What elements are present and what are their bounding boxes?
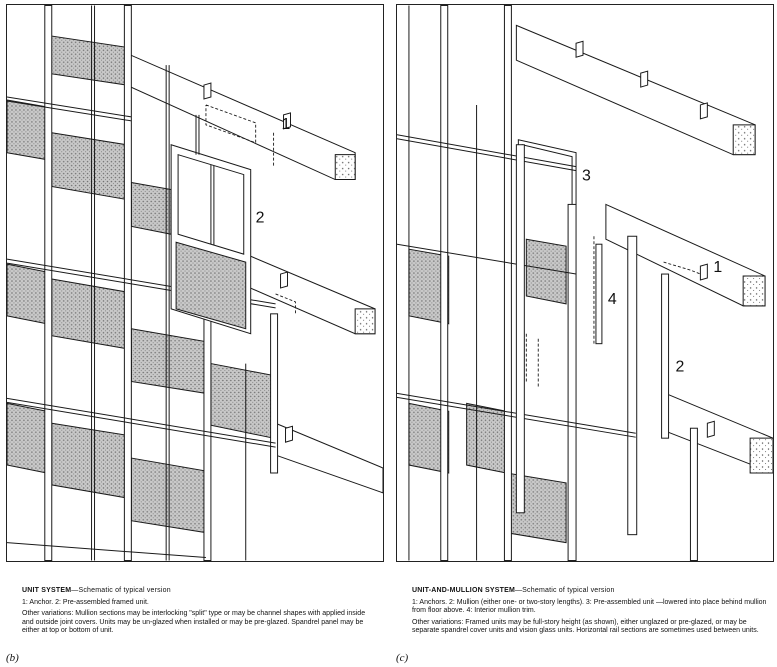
anchors (203, 82, 293, 443)
caption-legend: 1: Anchors. 2: Mullion (either one- or t… (412, 599, 767, 615)
anchors (575, 40, 715, 438)
caption-unit-system: UNIT SYSTEM—Schematic of typical version… (22, 587, 374, 635)
floor-slabs (125, 52, 383, 494)
caption-title-bold: UNIT SYSTEM (22, 587, 72, 594)
unit-and-mullion-illustration: 3 4 1 2 (397, 5, 773, 561)
pre-assembled-unit (515, 139, 577, 514)
callout-4: 4 (608, 291, 617, 308)
mullion-trim (595, 243, 603, 345)
placement-arrows (205, 104, 296, 314)
caption-title: UNIT SYSTEM—Schematic of typical version (22, 587, 374, 595)
caption-title-bold: UNIT-AND-MULLION SYSTEM (412, 587, 515, 594)
caption-variations: Other variations: Framed units may be fu… (412, 618, 759, 634)
panel-unit-and-mullion-system: 3 4 1 2 (396, 4, 774, 562)
figure-label-c: (c) (396, 652, 409, 664)
callout-1: 1 (282, 116, 291, 133)
callout-1: 1 (713, 259, 722, 276)
caption-title: UNIT-AND-MULLION SYSTEM—Schematic of typ… (412, 587, 767, 595)
caption-title-rest: —Schematic of typical version (71, 587, 171, 594)
spandrel-panels (408, 238, 567, 544)
spandrel-panels (7, 34, 275, 534)
callout-2: 2 (676, 359, 685, 376)
caption-unit-and-mullion-system: UNIT-AND-MULLION SYSTEM—Schematic of typ… (412, 587, 767, 635)
placement-arrows (525, 236, 701, 389)
callout-2: 2 (256, 209, 265, 226)
unit-system-illustration: 1 2 (7, 5, 383, 561)
caption-legend: 1: Anchor. 2: Pre-assembled framed unit. (22, 599, 149, 607)
callout-3: 3 (582, 168, 591, 185)
panel-unit-system: 1 2 (6, 4, 384, 562)
mullions (408, 5, 698, 561)
figure-label-b: (b) (6, 652, 19, 664)
pre-assembled-unit (170, 114, 252, 335)
caption-variations: Other variations: Mullion sections may b… (22, 610, 366, 634)
caption-title-rest: —Schematic of typical version (514, 587, 615, 594)
